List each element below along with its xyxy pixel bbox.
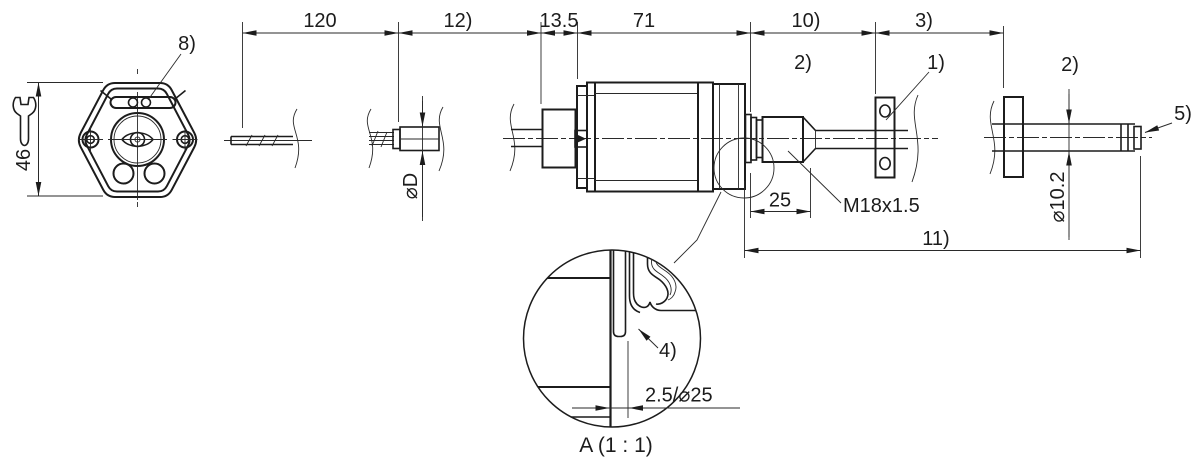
dim-13_5-label: 13.5	[540, 10, 579, 32]
rod-right-section: ⌀10.2 5)	[984, 89, 1192, 240]
detail-indicator-circle	[713, 137, 775, 199]
hex-outline-inner	[84, 87, 191, 193]
wrench-icon	[12, 96, 37, 147]
face-connector	[574, 129, 588, 148]
central-boss	[108, 69, 167, 207]
lower-hole-left	[112, 162, 135, 185]
thread-leader	[787, 150, 842, 204]
dim-25-label: 25	[769, 190, 791, 212]
detail-caption: A (1 : 1)	[579, 434, 653, 457]
dim-12-label: 12)	[444, 10, 473, 32]
cable-end-piece: ⌀D	[366, 96, 445, 221]
top-dimension-chain: 120 12) 13.5 71 10) 3) 2) 1) 2)	[242, 10, 1079, 128]
cable-stub	[224, 108, 312, 169]
callout-2-mid-label: 2)	[794, 52, 812, 74]
break-line	[292, 108, 300, 169]
lower-hole-right	[143, 162, 166, 185]
position-magnet	[1003, 96, 1024, 178]
cable-into-gland	[509, 103, 543, 172]
dim-71-label: 71	[633, 10, 655, 32]
callout-5-leader	[1144, 122, 1173, 133]
dim-cable-dia-label: ⌀D	[400, 173, 422, 199]
callout-4-label: 4)	[659, 340, 677, 362]
bolt-hole-left	[78, 127, 103, 152]
dim-10-label: 10)	[792, 10, 821, 32]
callout-1-leader	[885, 71, 930, 121]
dim-46-label: 46	[13, 149, 35, 171]
dim-3-label: 3)	[915, 10, 933, 32]
break-line	[911, 94, 919, 183]
seal-ring	[612, 250, 627, 338]
flange-block	[712, 83, 746, 190]
hex-outline-outer	[77, 82, 198, 198]
mounting-clamp	[874, 96, 896, 179]
callout-4-leader	[638, 328, 659, 349]
rod-left-section	[815, 71, 930, 183]
callout-5-label: 5)	[1174, 103, 1192, 125]
thread-label: M18x1.5	[843, 195, 920, 217]
break-line	[438, 106, 445, 172]
bolt-hole-right	[172, 127, 198, 152]
rod-end-cap	[1133, 125, 1142, 150]
dim-rod-dia-label: ⌀10.2	[1047, 172, 1069, 223]
dim-120-label: 120	[303, 10, 336, 32]
callout-1-label: 1)	[927, 52, 945, 74]
dim-11-label: 11)	[922, 228, 949, 250]
front-view-hex-flange: 8) 46	[12, 33, 198, 207]
dim-46: 46	[13, 82, 103, 197]
callout-2-right-label: 2)	[1061, 54, 1079, 76]
break-line	[366, 108, 374, 169]
callout-8-label: 8)	[178, 33, 196, 55]
detail-view-a: 2.5/⌀25 4) A (1 : 1)	[522, 249, 740, 457]
thread-bushing	[761, 116, 804, 163]
callout-8-leader	[147, 53, 182, 101]
dim-25: 25	[750, 168, 811, 218]
detail-leader	[673, 191, 722, 264]
dim-11: 11)	[744, 156, 1141, 258]
dim-step-label: 2.5/⌀25	[645, 385, 713, 407]
break-line	[509, 103, 516, 172]
dim-step: 2.5/⌀25	[572, 385, 740, 411]
detail-circle	[522, 249, 702, 428]
break-line	[989, 100, 996, 175]
side-view: ⌀D	[224, 71, 1192, 264]
vent-slot	[99, 89, 187, 109]
housing-body	[594, 81, 699, 193]
sensor-housing	[541, 81, 817, 193]
